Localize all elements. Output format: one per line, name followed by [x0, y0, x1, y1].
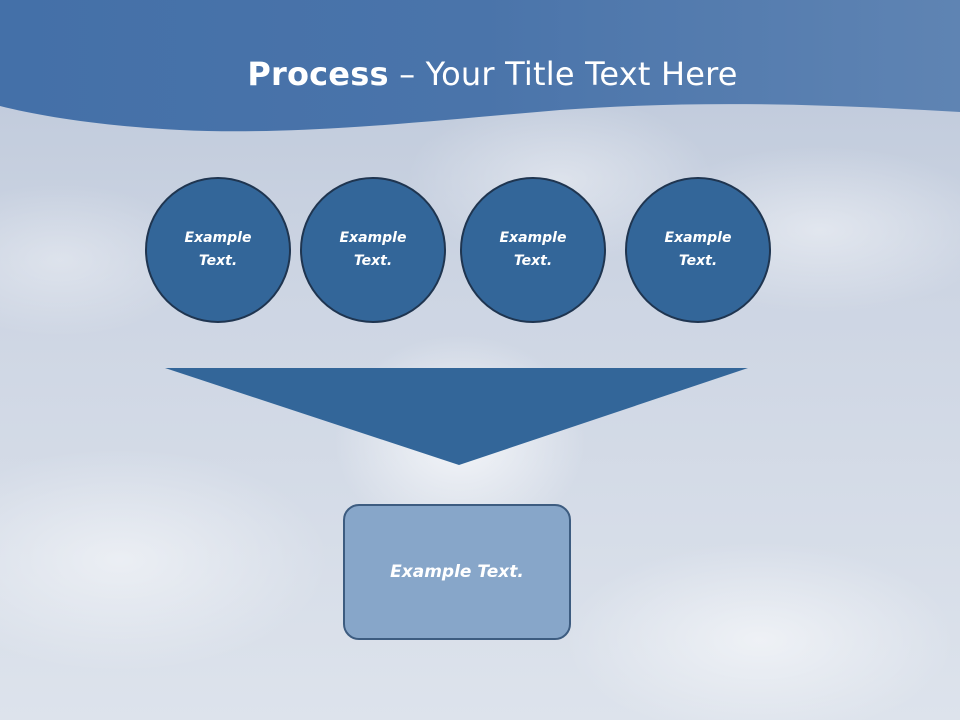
title-rest: – Your Title Text Here	[388, 55, 738, 93]
process-step-circle: Example Text.	[145, 177, 291, 323]
process-step-label: Example Text.	[499, 230, 567, 269]
header-band	[0, 0, 960, 132]
process-step-circle: Example Text.	[625, 177, 771, 323]
page-title: Process – Your Title Text Here	[0, 50, 960, 98]
process-step-label: Example Text.	[184, 230, 252, 269]
process-step-label: Example Text.	[339, 230, 407, 269]
process-step-circle: Example Text.	[300, 177, 446, 323]
result-label: Example Text.	[390, 562, 524, 582]
title-bold: Process	[247, 55, 389, 93]
process-step-circle: Example Text.	[460, 177, 606, 323]
process-step-label: Example Text.	[664, 230, 732, 269]
result-box: Example Text.	[343, 504, 571, 640]
